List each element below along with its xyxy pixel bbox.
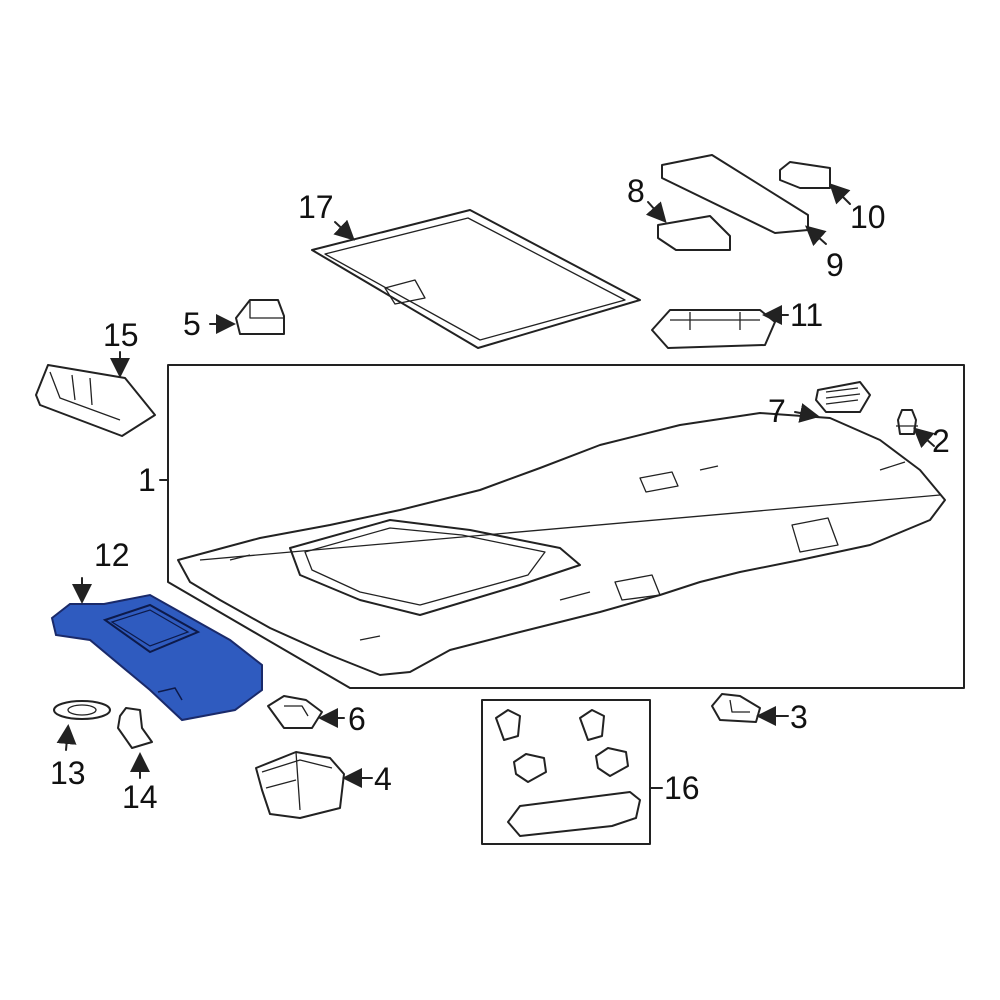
pad-part-8 — [657, 215, 731, 251]
pad-part-10 — [779, 161, 831, 189]
holder-part-6 — [267, 695, 323, 729]
callout-15: 15 — [103, 317, 139, 353]
callout-10: 10 — [850, 199, 886, 235]
callout-16: 16 — [664, 770, 700, 806]
callout-8: 8 — [627, 173, 645, 209]
callout-9: 9 — [826, 247, 844, 283]
callout-14: 14 — [122, 779, 158, 815]
headliner-group — [167, 364, 965, 689]
dome-lamp-part-11 — [651, 309, 776, 349]
vent-part-7 — [815, 381, 871, 413]
callout-11: 11 — [790, 297, 823, 333]
pads-group — [657, 154, 831, 251]
clip-part-5 — [235, 299, 285, 335]
callout-12: 12 — [94, 537, 130, 573]
map-lamp-part-15 — [35, 364, 156, 437]
sun-visor-part-12 — [50, 593, 263, 722]
holder-part-14 — [117, 707, 153, 749]
clip-part-2 — [896, 409, 918, 435]
callout-6: 6 — [348, 701, 366, 737]
callout-3: 3 — [790, 699, 808, 735]
grab-handle-kit-16 — [481, 699, 651, 845]
sunshade-part — [311, 209, 641, 349]
callout-5: 5 — [183, 306, 201, 342]
callout-4: 4 — [374, 761, 392, 797]
callout-17: 17 — [298, 189, 334, 225]
headliner-frame — [167, 364, 965, 689]
module-part-4 — [255, 751, 345, 819]
cap-part-13 — [53, 700, 111, 720]
headliner-panel — [177, 412, 946, 676]
callout-13: 13 — [50, 755, 86, 791]
kit-frame — [481, 699, 651, 845]
bracket-part-3 — [711, 693, 761, 723]
callout-1: 1 — [138, 462, 156, 498]
callout-7: 7 — [768, 393, 786, 429]
callout-2: 2 — [932, 423, 950, 459]
